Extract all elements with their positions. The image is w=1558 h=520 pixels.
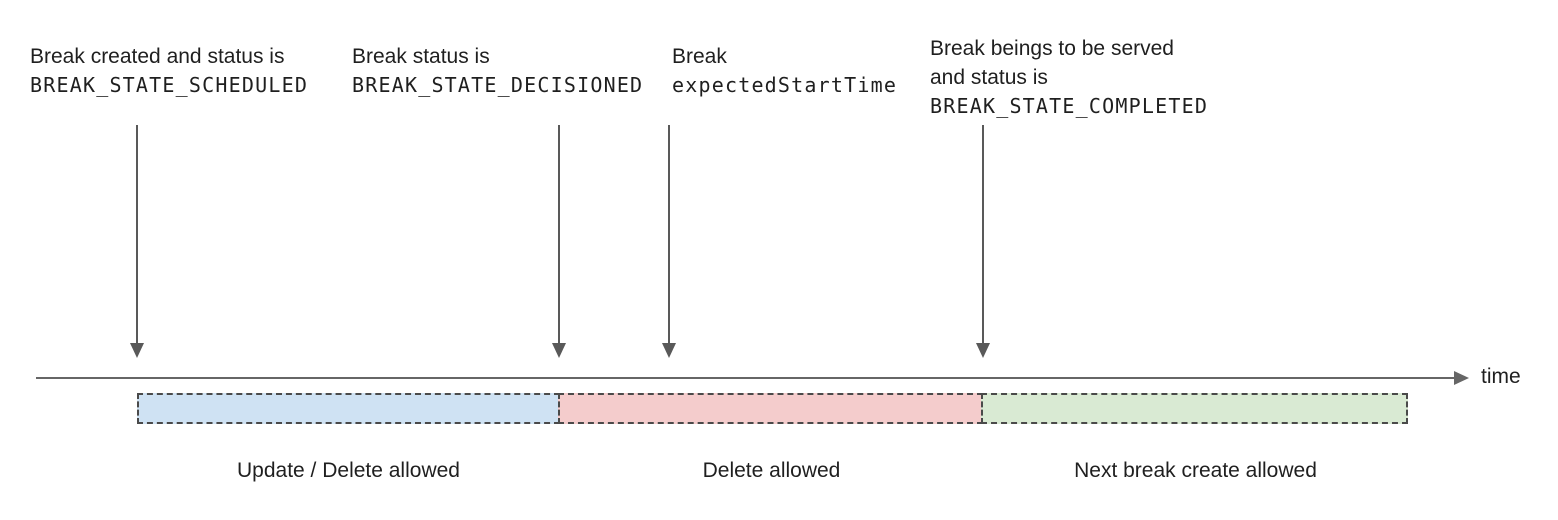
segment-label-next-break-create: Next break create allowed <box>1074 459 1317 482</box>
timeline-arrow-icon <box>1454 371 1469 385</box>
annotation-text: Break beings to be served <box>930 37 1174 60</box>
annotation-text: Break <box>672 45 727 68</box>
arrow-head <box>662 343 676 358</box>
annotation-expected-start-time: Break expectedStartTime <box>672 42 897 100</box>
annotation-break-completed: Break beings to be served and status is … <box>930 34 1208 121</box>
arrow-head <box>552 343 566 358</box>
segment-update-delete-allowed <box>137 393 560 424</box>
annotation-code: BREAK_STATE_COMPLETED <box>930 94 1209 118</box>
arrow-shaft <box>982 125 984 344</box>
annotation-code: expectedStartTime <box>672 73 898 97</box>
arrow-head <box>130 343 144 358</box>
annotation-break-scheduled: Break created and status is BREAK_STATE_… <box>30 42 308 100</box>
segment-label-delete: Delete allowed <box>702 459 841 482</box>
annotation-text: and status is <box>930 66 1048 89</box>
annotation-code: BREAK_STATE_DECISIONED <box>352 73 644 97</box>
arrow-shaft <box>136 125 138 344</box>
arrow-shaft <box>668 125 670 344</box>
time-axis-label: time <box>1481 365 1521 388</box>
segment-label-update-delete: Update / Delete allowed <box>237 459 460 482</box>
timeline-axis <box>36 377 1456 379</box>
segment-delete-allowed <box>558 393 983 424</box>
arrow-head <box>976 343 990 358</box>
annotation-text: Break status is <box>352 45 490 68</box>
annotation-break-decisioned: Break status is BREAK_STATE_DECISIONED <box>352 42 643 100</box>
arrow-shaft <box>558 125 560 344</box>
annotation-text: Break created and status is <box>30 45 285 68</box>
segment-next-break-create-allowed <box>981 393 1408 424</box>
annotation-code: BREAK_STATE_SCHEDULED <box>30 73 309 97</box>
